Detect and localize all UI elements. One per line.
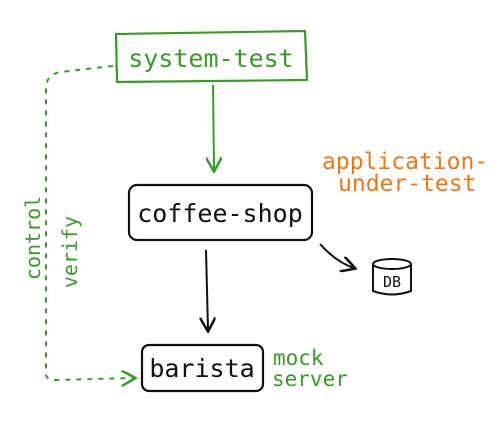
- system-test-node: system-test: [114, 29, 309, 84]
- database-icon: [372, 264, 412, 296]
- arrow-system-test-to-coffee-shop: [213, 84, 214, 170]
- coffee-shop-box: [127, 183, 314, 242]
- mock-server-line2: server: [272, 367, 348, 391]
- coffee-shop-node: coffee-shop: [127, 183, 314, 242]
- mock-server-line1: mock: [273, 346, 324, 370]
- barista-box: [140, 343, 265, 393]
- barista-node: barista: [140, 343, 265, 393]
- db-node: DB: [372, 258, 412, 296]
- database-top: [372, 258, 412, 270]
- barista-label: barista: [149, 354, 254, 383]
- application-under-test-line2: under-test: [338, 171, 476, 197]
- arrow-coffee-shop-to-barista: [206, 249, 208, 330]
- coffee-shop-label: coffee-shop: [137, 199, 303, 228]
- db-label: DB: [383, 273, 401, 291]
- verify-label: verify: [58, 216, 82, 288]
- control-label: control: [21, 196, 45, 280]
- arrow-coffee-shop-to-db: [319, 243, 354, 268]
- application-under-test-line1: application-: [322, 149, 488, 175]
- dashed-control-verify-connector: [45, 65, 134, 380]
- system-test-box: [114, 29, 309, 84]
- system-test-label: system-test: [128, 44, 294, 73]
